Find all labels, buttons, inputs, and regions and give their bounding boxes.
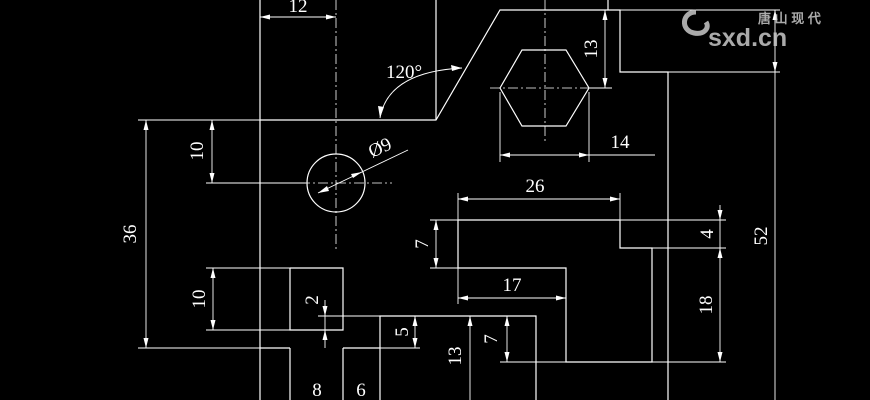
dim-18: 18: [652, 248, 726, 363]
bottom-pocket: [379, 315, 537, 400]
dim-5-label: 5: [392, 327, 413, 337]
part-outline: [259, 0, 669, 400]
dim-12: 12: [260, 0, 336, 20]
dim-13-bottom-label: 13: [445, 347, 466, 366]
dim-17: 17: [457, 268, 567, 304]
dim-4-label: 4: [697, 229, 718, 239]
dim-6-label: 6: [356, 380, 366, 400]
dim-17-label: 17: [503, 275, 522, 296]
rect-opening: [289, 267, 344, 331]
dim-2: 2: [302, 295, 380, 348]
dim-7-slot-label: 7: [412, 239, 433, 249]
dim-120deg-label: 120°: [386, 62, 422, 83]
watermark-logo: 唐 山 现 代 sxd.cn: [682, 9, 821, 52]
dim-26: 26: [457, 176, 621, 220]
dim-120deg: 120°: [378, 62, 463, 119]
dim-10-top-label: 10: [187, 142, 208, 161]
watermark-brand: sxd.cn: [708, 24, 787, 52]
dim-13-hex: 13: [568, 9, 612, 89]
dim-7-bottom-label: 7: [481, 334, 502, 344]
dim-5: 5: [380, 316, 420, 349]
watermark-cn: 唐 山 现 代: [758, 11, 821, 26]
dim-10-top: 10: [187, 119, 306, 184]
dim-14-label: 14: [611, 132, 631, 153]
dim-18-label: 18: [696, 296, 717, 315]
dim-10-bottom: 10: [189, 267, 290, 331]
dim-10-bottom-label: 10: [189, 290, 210, 309]
dim-dia9: Ø9: [317, 134, 409, 194]
dim-14: 14: [499, 92, 655, 162]
dim-36: 36: [120, 119, 260, 349]
dim-7-bottom: 7: [481, 316, 566, 363]
dim-8-label: 8: [312, 380, 322, 400]
logo-swirl-icon: [682, 9, 710, 36]
dim-26-label: 26: [526, 176, 545, 197]
dim-13-hex-label: 13: [581, 40, 602, 59]
dim-8: 8: [312, 380, 322, 400]
dim-52-label: 52: [751, 227, 772, 246]
center-lines: [210, 0, 610, 250]
dim-4: 4: [620, 205, 726, 258]
dim-12-label: 12: [289, 0, 308, 17]
dim-2-label: 2: [302, 295, 323, 305]
dim-6: 6: [356, 380, 366, 400]
dim-13-bottom: 13: [445, 316, 473, 400]
dim-36-label: 36: [120, 225, 141, 244]
dim-7-slot: 7: [412, 219, 458, 269]
dim-52: 52: [620, 9, 780, 400]
